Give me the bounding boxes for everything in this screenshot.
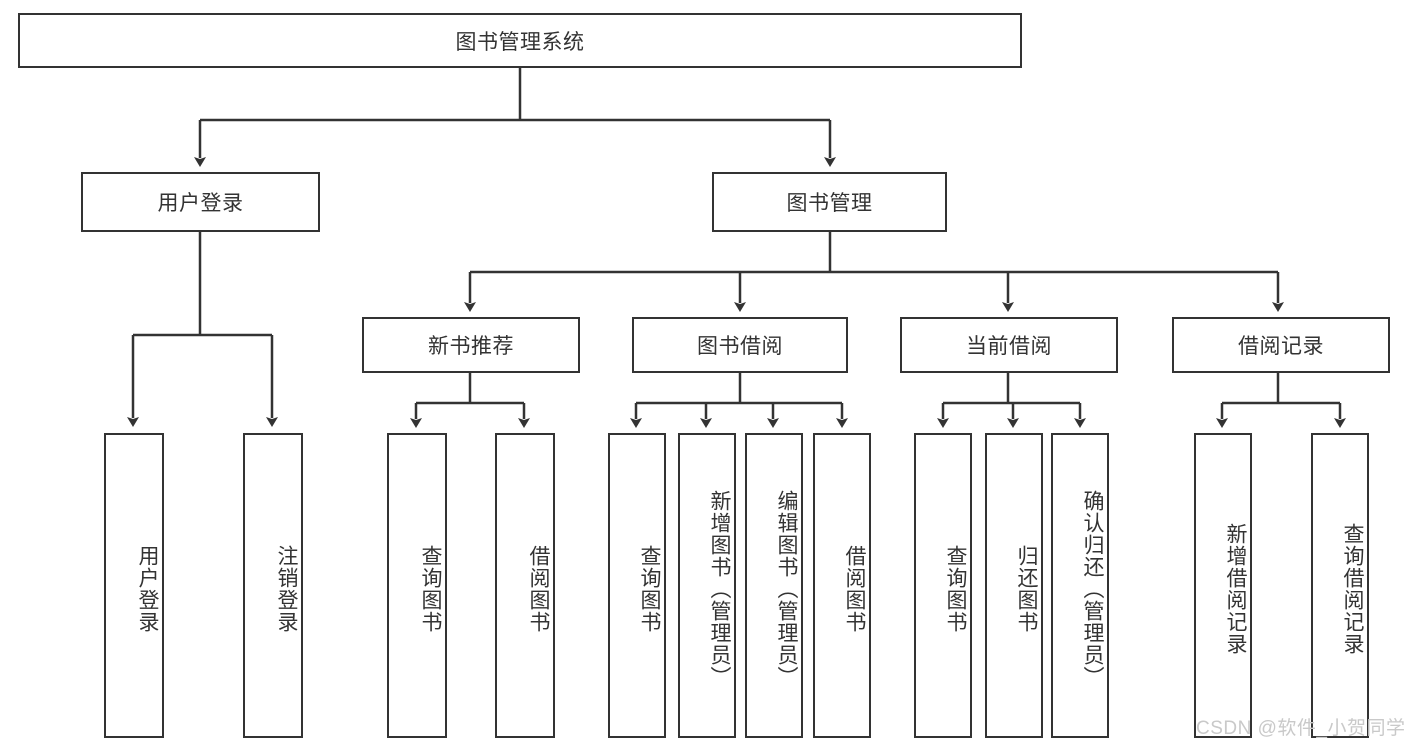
node-label: 新书推荐 [428, 335, 514, 358]
node-current-borrow[interactable]: 当前借阅 [900, 317, 1118, 373]
leaf-query-book-current[interactable]: 查询图书 [914, 433, 972, 738]
node-borrow-record[interactable]: 借阅记录 [1172, 317, 1390, 373]
node-book-borrow[interactable]: 图书借阅 [632, 317, 848, 373]
node-label: 查询图书 [419, 544, 442, 633]
node-book-management[interactable]: 图书管理 [712, 172, 947, 232]
leaf-borrow-book[interactable]: 借阅图书 [813, 433, 871, 738]
leaf-add-book-admin[interactable]: 新增图书（管理员） [678, 433, 736, 738]
node-label: 图书管理系统 [455, 30, 585, 54]
leaf-logout[interactable]: 注销登录 [243, 433, 303, 738]
node-label: 新增图书（管理员） [708, 489, 731, 688]
node-label: 查询图书 [944, 544, 967, 633]
leaf-confirm-return-admin[interactable]: 确认归还（管理员） [1051, 433, 1109, 738]
node-label: 查询图书 [638, 544, 661, 633]
node-label: 归还图书 [1015, 544, 1038, 633]
node-label: 当前借阅 [966, 335, 1052, 358]
leaf-add-borrow-record[interactable]: 新增借阅记录 [1194, 433, 1252, 738]
leaf-query-book-recommend[interactable]: 查询图书 [387, 433, 447, 738]
node-label: 用户登录 [157, 192, 244, 215]
node-label: 借阅图书 [843, 544, 866, 633]
leaf-query-borrow-record[interactable]: 查询借阅记录 [1311, 433, 1369, 738]
watermark: CSDN @软件_小贺同学 [1196, 718, 1405, 739]
node-new-book-recommend[interactable]: 新书推荐 [362, 317, 580, 373]
leaf-edit-book-admin[interactable]: 编辑图书（管理员） [745, 433, 803, 738]
leaf-user-login[interactable]: 用户登录 [104, 433, 164, 738]
leaf-borrow-book-recommend[interactable]: 借阅图书 [495, 433, 555, 738]
node-user-login[interactable]: 用户登录 [81, 172, 320, 232]
node-root-system[interactable]: 图书管理系统 [18, 13, 1022, 68]
node-label: 图书管理 [786, 192, 873, 215]
node-label: 注销登录 [275, 544, 298, 633]
leaf-query-book-borrow[interactable]: 查询图书 [608, 433, 666, 738]
leaf-return-book[interactable]: 归还图书 [985, 433, 1043, 738]
node-label: 用户登录 [136, 544, 159, 633]
node-label: 新增借阅记录 [1224, 522, 1247, 655]
node-label: 图书借阅 [697, 335, 783, 358]
node-label: 借阅记录 [1238, 335, 1324, 358]
node-label: 确认归还（管理员） [1081, 489, 1104, 688]
node-label: 查询借阅记录 [1341, 522, 1364, 655]
node-label: 借阅图书 [527, 544, 550, 633]
node-label: 编辑图书（管理员） [775, 489, 798, 688]
